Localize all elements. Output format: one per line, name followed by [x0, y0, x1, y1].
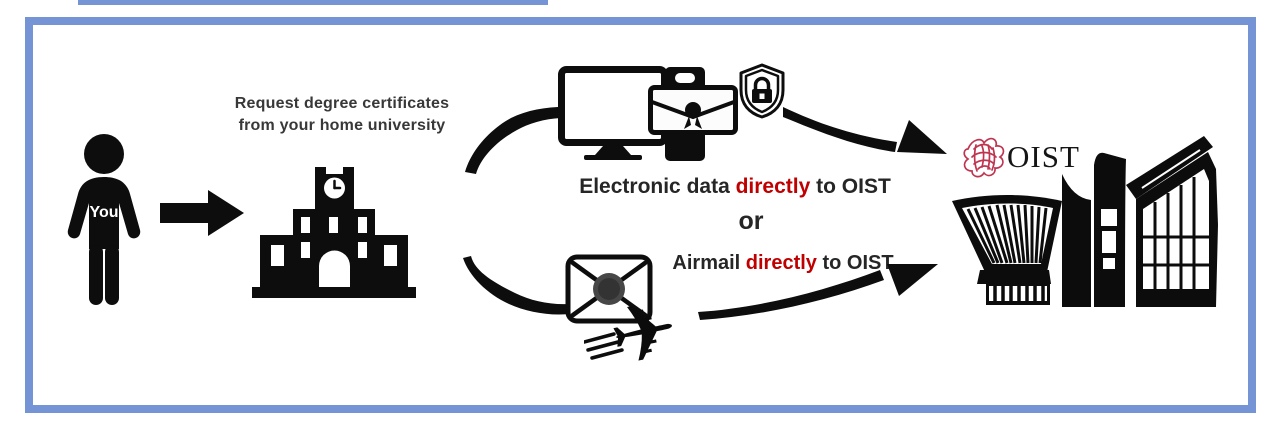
- curved-arrow-electronic-to-oist-icon: [783, 107, 947, 154]
- oist-building-icon: [952, 136, 1218, 307]
- electronic-caption-post: to OIST: [810, 175, 891, 198]
- or-label: or: [738, 207, 764, 235]
- request-note: Request degree certificates from your ho…: [218, 93, 466, 137]
- curved-arrow-airmail-to-oist-icon: [698, 264, 938, 320]
- electronic-caption-highlight: directly: [735, 175, 811, 198]
- electronic-caption: Electronic data directly to OIST: [555, 175, 915, 199]
- briefcase-certificate-icon: [648, 85, 738, 135]
- request-note-line2: from your home university: [238, 117, 446, 134]
- airmail-caption-highlight: directly: [745, 252, 817, 274]
- oist-logo-mark-icon: [963, 137, 1005, 178]
- blue-frame: [25, 17, 1256, 413]
- certificate-seal: [685, 102, 701, 118]
- person-head: [84, 134, 124, 174]
- person-label: You: [89, 204, 118, 221]
- airmail-caption-post: to OIST: [816, 252, 894, 274]
- envelope-icon: [565, 254, 653, 324]
- electronic-caption-pre: Electronic data: [579, 175, 736, 198]
- right-arrow-icon: [160, 190, 244, 236]
- top-edge-strip: [78, 0, 548, 5]
- security-shield-lock-icon: [739, 63, 785, 119]
- oist-wordmark: OIST: [1007, 139, 1080, 174]
- airmail-caption-pre: Airmail: [672, 252, 746, 274]
- request-note-line1: Request degree certificates: [234, 95, 450, 112]
- university-icon: [252, 167, 416, 298]
- airmail-caption: Airmail directly to OIST: [628, 252, 938, 275]
- speed-lines-icon: [584, 332, 624, 360]
- swoosh-arrow-down-icon: [463, 256, 569, 315]
- person-icon: You: [67, 134, 141, 305]
